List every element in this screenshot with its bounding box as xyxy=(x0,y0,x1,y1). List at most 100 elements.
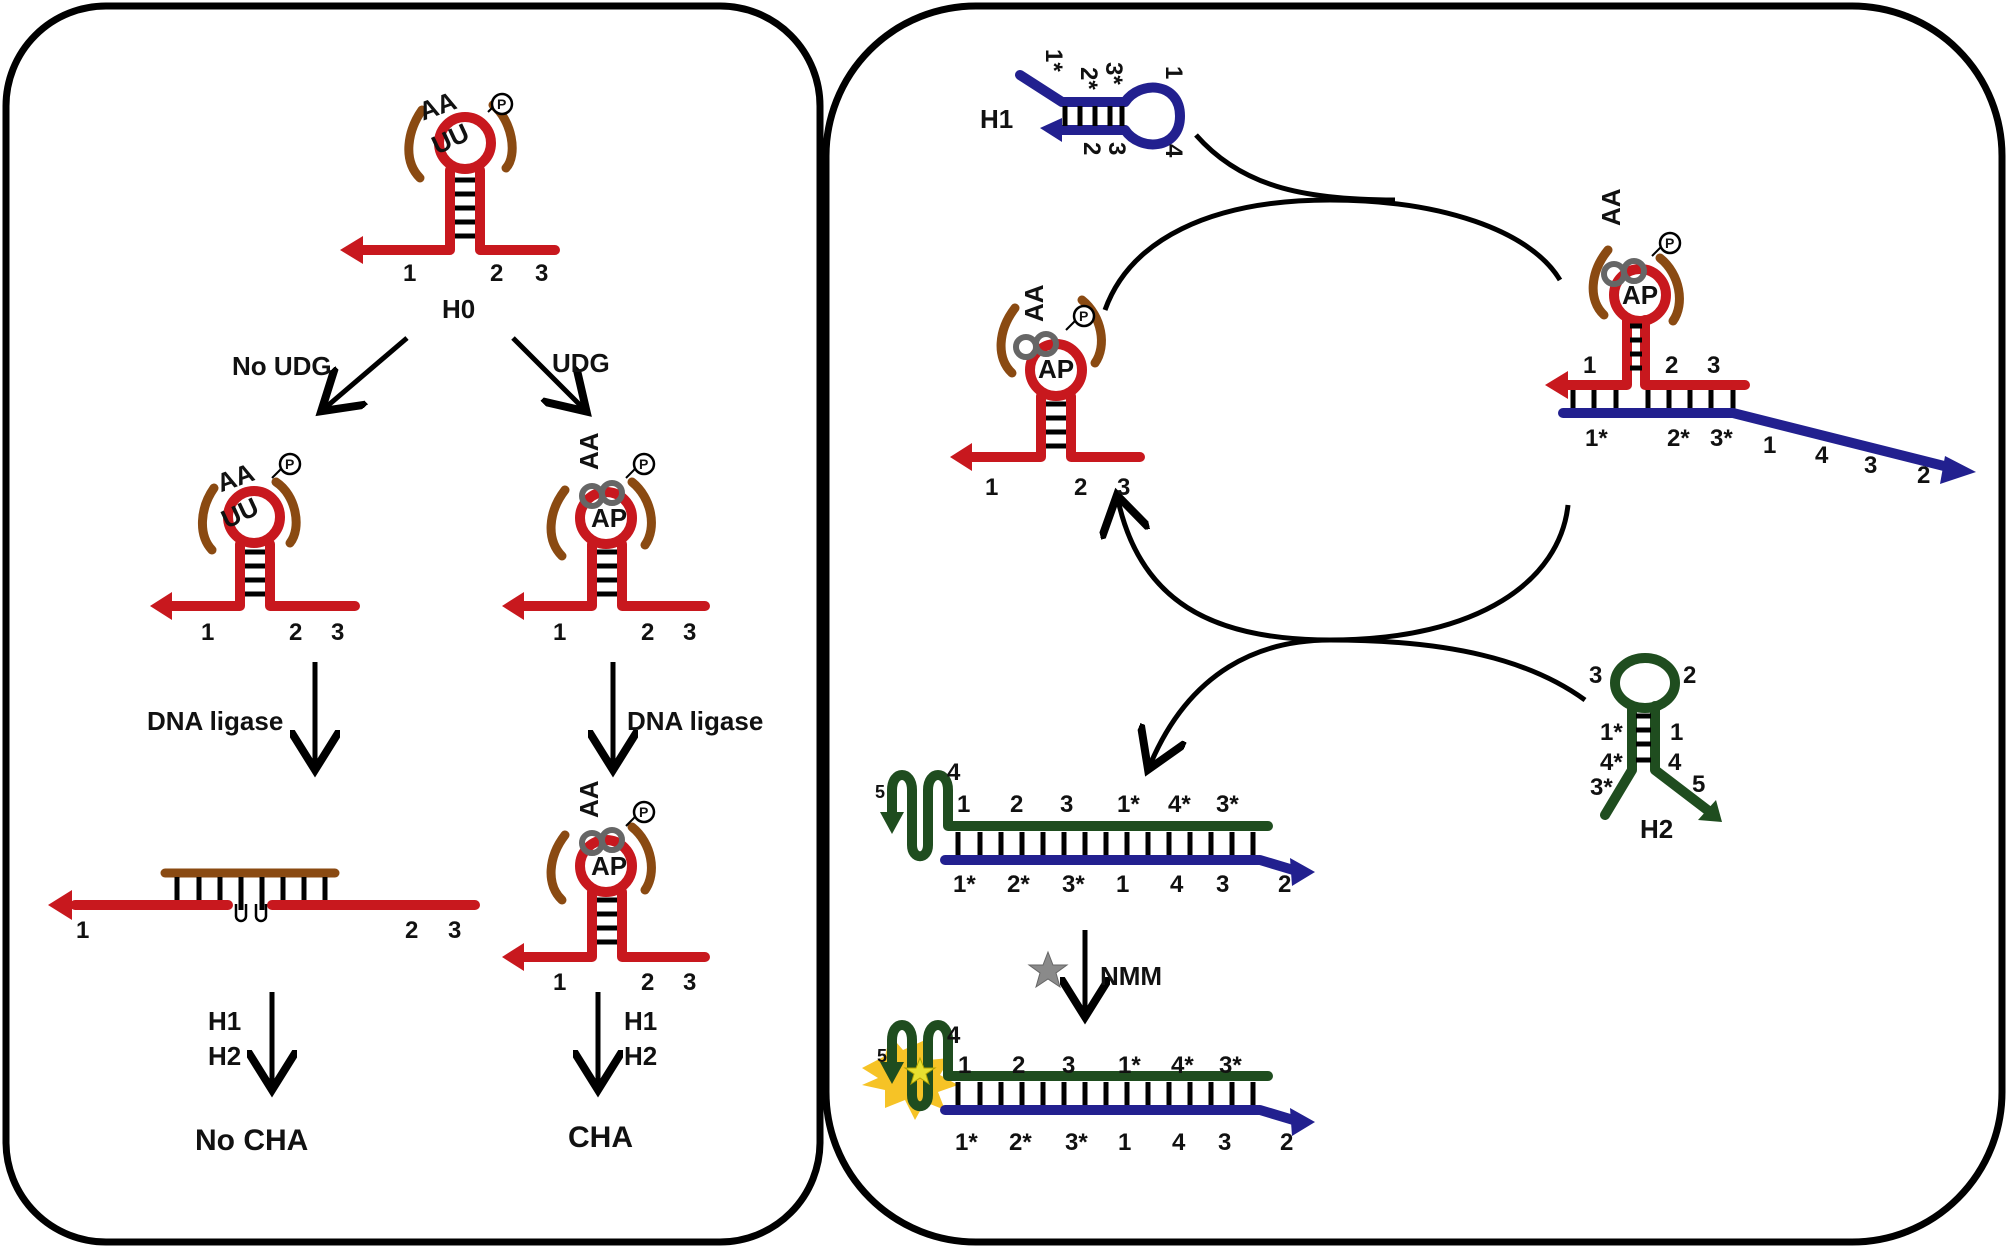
svg-text:P: P xyxy=(497,96,506,112)
svg-text:3*: 3* xyxy=(1062,871,1085,898)
svg-text:3: 3 xyxy=(1216,871,1229,898)
svg-text:1*: 1* xyxy=(1040,49,1067,72)
stem-base-pairs xyxy=(597,549,617,597)
svg-text:P: P xyxy=(639,456,648,472)
probe-strand-right xyxy=(271,477,301,548)
domain-label: 3 xyxy=(448,917,461,944)
svg-text:3: 3 xyxy=(1589,662,1602,689)
svg-text:4: 4 xyxy=(1668,749,1682,776)
probe-strand-left xyxy=(546,485,570,561)
arrowhead-3prime xyxy=(1040,118,1062,142)
svg-text:1*: 1* xyxy=(1118,1052,1141,1079)
cycle-curve-h1 xyxy=(1194,133,1396,203)
stem-base-pairs xyxy=(1062,106,1125,126)
h2-label: H2 xyxy=(1640,814,1673,844)
svg-text:3*: 3* xyxy=(1710,425,1733,452)
stem-base-pairs xyxy=(455,177,475,239)
hairpin-loop xyxy=(575,835,637,897)
domain-label: 3 xyxy=(1117,474,1130,501)
domain-label: 1 xyxy=(201,619,214,646)
no-udg-label: No UDG xyxy=(232,351,332,381)
svg-text:1*: 1* xyxy=(955,1129,978,1156)
loop-text: AP xyxy=(591,851,627,881)
arrowhead-3prime xyxy=(340,236,363,264)
svg-text:1*: 1* xyxy=(1117,791,1140,818)
svg-text:1: 1 xyxy=(1670,719,1683,746)
stem-base-pairs xyxy=(1046,401,1066,449)
probe-strand-right xyxy=(627,822,656,895)
svg-text:1: 1 xyxy=(1118,1129,1131,1156)
nmm-star-icon xyxy=(1027,950,1069,989)
svg-text:5: 5 xyxy=(1692,771,1705,798)
no-udg-hairpin: AA UU P 1 2 3 xyxy=(150,452,360,646)
outcome-cha: CHA xyxy=(568,1121,633,1154)
svg-text:P: P xyxy=(285,456,294,472)
svg-text:3: 3 xyxy=(1218,1129,1231,1156)
h1-hairpin: 1* 2* 3* 1 2 3 4 H1 xyxy=(980,49,1187,158)
ligase-right-label: DNA ligase xyxy=(627,706,763,736)
duplex-base-pairs xyxy=(174,877,328,910)
loop-text: AP xyxy=(1038,354,1074,384)
arrowhead-3prime xyxy=(950,443,972,471)
strand-right-arm xyxy=(475,165,560,255)
nmm-bound-star-icon xyxy=(903,1056,937,1086)
g-quadruplex-strand xyxy=(887,1020,1273,1112)
arrowhead-3prime xyxy=(1290,1108,1315,1136)
arrowhead-3prime xyxy=(1290,858,1315,886)
arrowhead-3prime xyxy=(502,592,524,620)
domain-label: 2 xyxy=(490,260,503,287)
h1-label: H1 xyxy=(980,104,1013,134)
domain-label: 2 xyxy=(289,619,302,646)
probe-strand-left xyxy=(404,105,427,183)
svg-text:2: 2 xyxy=(1010,791,1023,818)
domain-label: 1 xyxy=(553,969,566,996)
hairpin-loop xyxy=(223,486,285,548)
g-quadruplex-strand xyxy=(887,770,1273,862)
arrow-no-udg xyxy=(325,336,409,408)
domain-label: 2 xyxy=(1074,474,1087,501)
svg-text:3*: 3* xyxy=(1216,791,1239,818)
svg-text:3*: 3* xyxy=(1100,62,1127,85)
svg-text:1: 1 xyxy=(958,1052,971,1079)
svg-text:2*: 2* xyxy=(1009,1129,1032,1156)
arrowhead-3prime xyxy=(1545,371,1568,399)
svg-text:2: 2 xyxy=(1278,871,1291,898)
loop-text: AP xyxy=(591,503,627,533)
svg-text:3*: 3* xyxy=(1065,1129,1088,1156)
arrowhead-3prime xyxy=(880,1062,904,1084)
duplex-base-pairs xyxy=(955,1082,1256,1107)
svg-text:1*: 1* xyxy=(953,871,976,898)
domain-label: 3 xyxy=(535,260,548,287)
outcome-no-cha: No CHA xyxy=(195,1124,308,1157)
probe-text: AA xyxy=(574,780,604,818)
ap-site-icon xyxy=(1601,261,1627,287)
svg-text:4: 4 xyxy=(1172,1129,1186,1156)
stem-base-pairs xyxy=(245,549,265,597)
svg-text:2*: 2* xyxy=(1007,871,1030,898)
domain-label: 3 xyxy=(683,619,696,646)
h0-hairpin: AA UU P 1 2 3 H0 xyxy=(340,85,560,324)
phosphate-icon xyxy=(278,452,302,476)
svg-text:4: 4 xyxy=(947,1022,961,1049)
probe-strand-left xyxy=(546,830,570,905)
nmm-label: NMM xyxy=(1100,961,1162,991)
domain-label: 1 xyxy=(76,917,89,944)
svg-text:1*: 1* xyxy=(1600,719,1623,746)
trigger-hairpin: AP AA P 1 2 3 xyxy=(950,284,1145,501)
hairpin-loop xyxy=(1610,653,1680,713)
stem-base-pairs xyxy=(1630,323,1642,371)
probe-text: AA xyxy=(574,432,604,470)
svg-text:4*: 4* xyxy=(1171,1052,1194,1079)
svg-text:2: 2 xyxy=(1665,352,1678,379)
svg-text:2: 2 xyxy=(1280,1129,1293,1156)
phosphate-icon xyxy=(1072,304,1096,328)
reagent-label: H2 xyxy=(624,1041,657,1071)
svg-text:P: P xyxy=(1665,235,1674,251)
domain-label: 1 xyxy=(553,619,566,646)
ligase-right-hairpin: AP AA P 1 2 3 xyxy=(502,780,710,996)
hairpin-loop xyxy=(434,112,496,174)
left-panel-frame xyxy=(2,2,824,1246)
svg-text:4: 4 xyxy=(1815,442,1829,469)
svg-text:3: 3 xyxy=(1060,791,1073,818)
probe-strand-left xyxy=(1588,245,1613,320)
